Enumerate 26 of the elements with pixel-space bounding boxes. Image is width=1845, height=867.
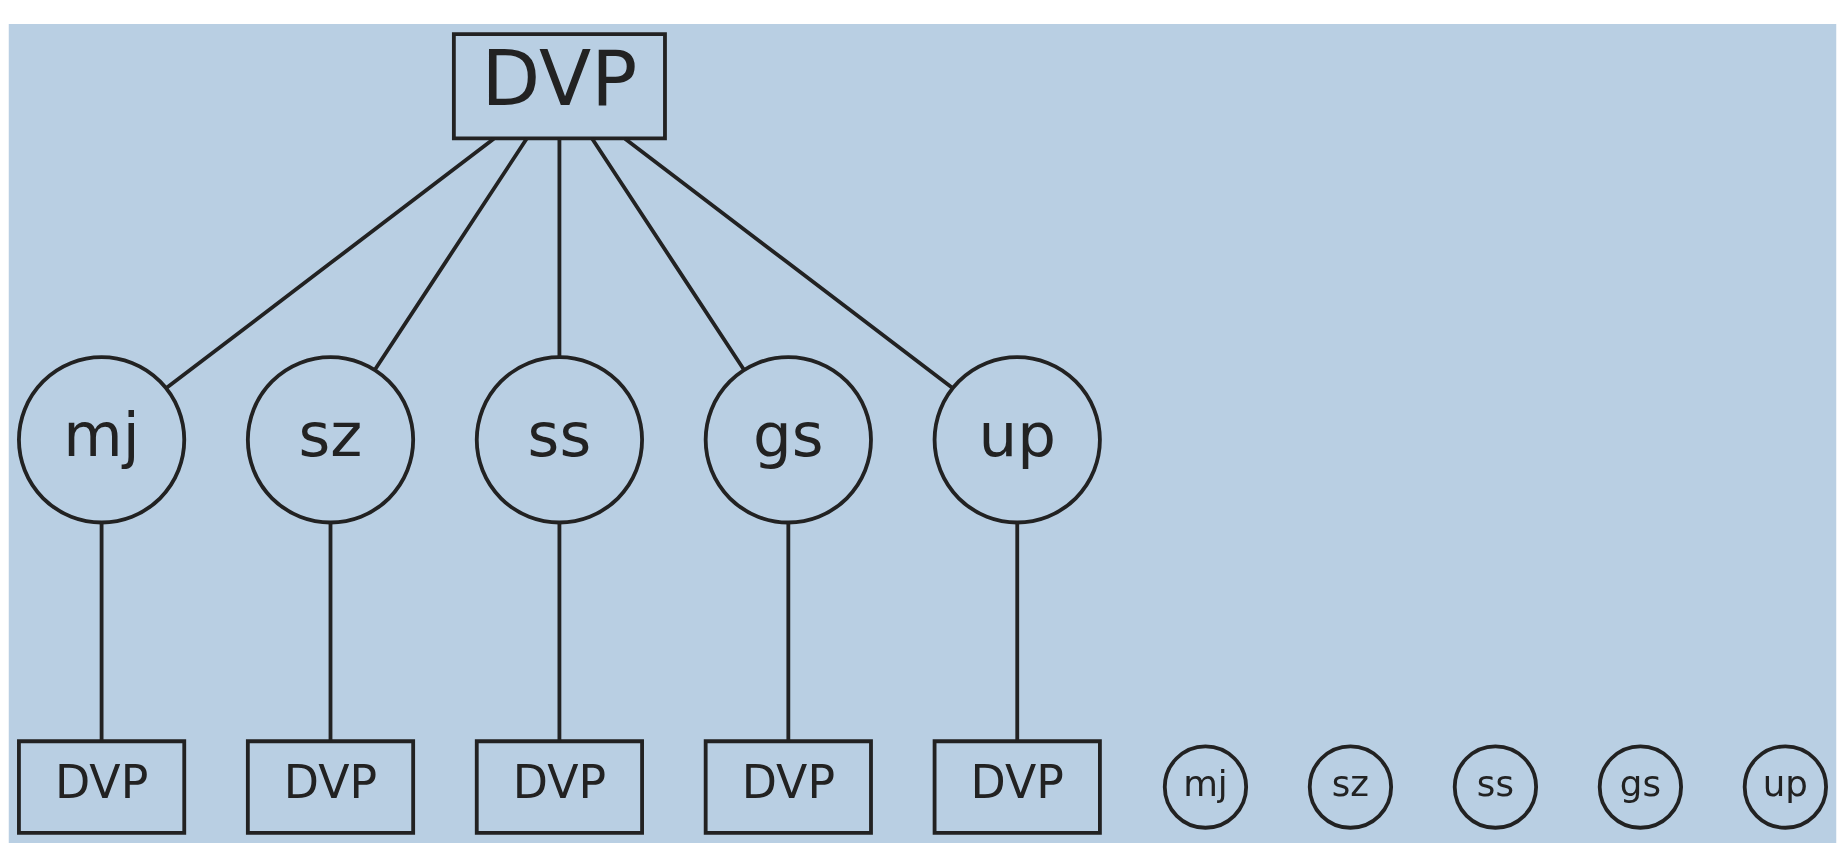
node-circle: gs bbox=[1597, 744, 1683, 830]
node-circle: mj bbox=[1162, 744, 1249, 830]
node-box: DVP bbox=[703, 739, 873, 835]
connector bbox=[623, 137, 954, 390]
connector bbox=[99, 522, 104, 741]
connector bbox=[165, 137, 495, 390]
node-circle: gs bbox=[703, 355, 873, 525]
connector bbox=[373, 137, 529, 371]
connector bbox=[557, 138, 562, 357]
node-box: DVP bbox=[17, 739, 187, 835]
connector bbox=[590, 137, 746, 371]
node-circle: ss bbox=[1452, 744, 1538, 830]
node-box: DVP bbox=[474, 739, 644, 835]
connector bbox=[1015, 522, 1020, 741]
node-circle: sz bbox=[245, 355, 416, 525]
node-box: DVP bbox=[245, 739, 416, 835]
node-circle: sz bbox=[1307, 744, 1394, 830]
node-circle: up bbox=[1742, 744, 1828, 830]
node-circle: up bbox=[932, 355, 1102, 525]
connector bbox=[328, 522, 333, 741]
node-circle: ss bbox=[474, 355, 644, 525]
node-box: DVP bbox=[451, 32, 667, 141]
connector bbox=[557, 522, 562, 741]
node-circle: mj bbox=[17, 355, 187, 525]
connector bbox=[786, 522, 791, 741]
node-box: DVP bbox=[932, 739, 1102, 835]
